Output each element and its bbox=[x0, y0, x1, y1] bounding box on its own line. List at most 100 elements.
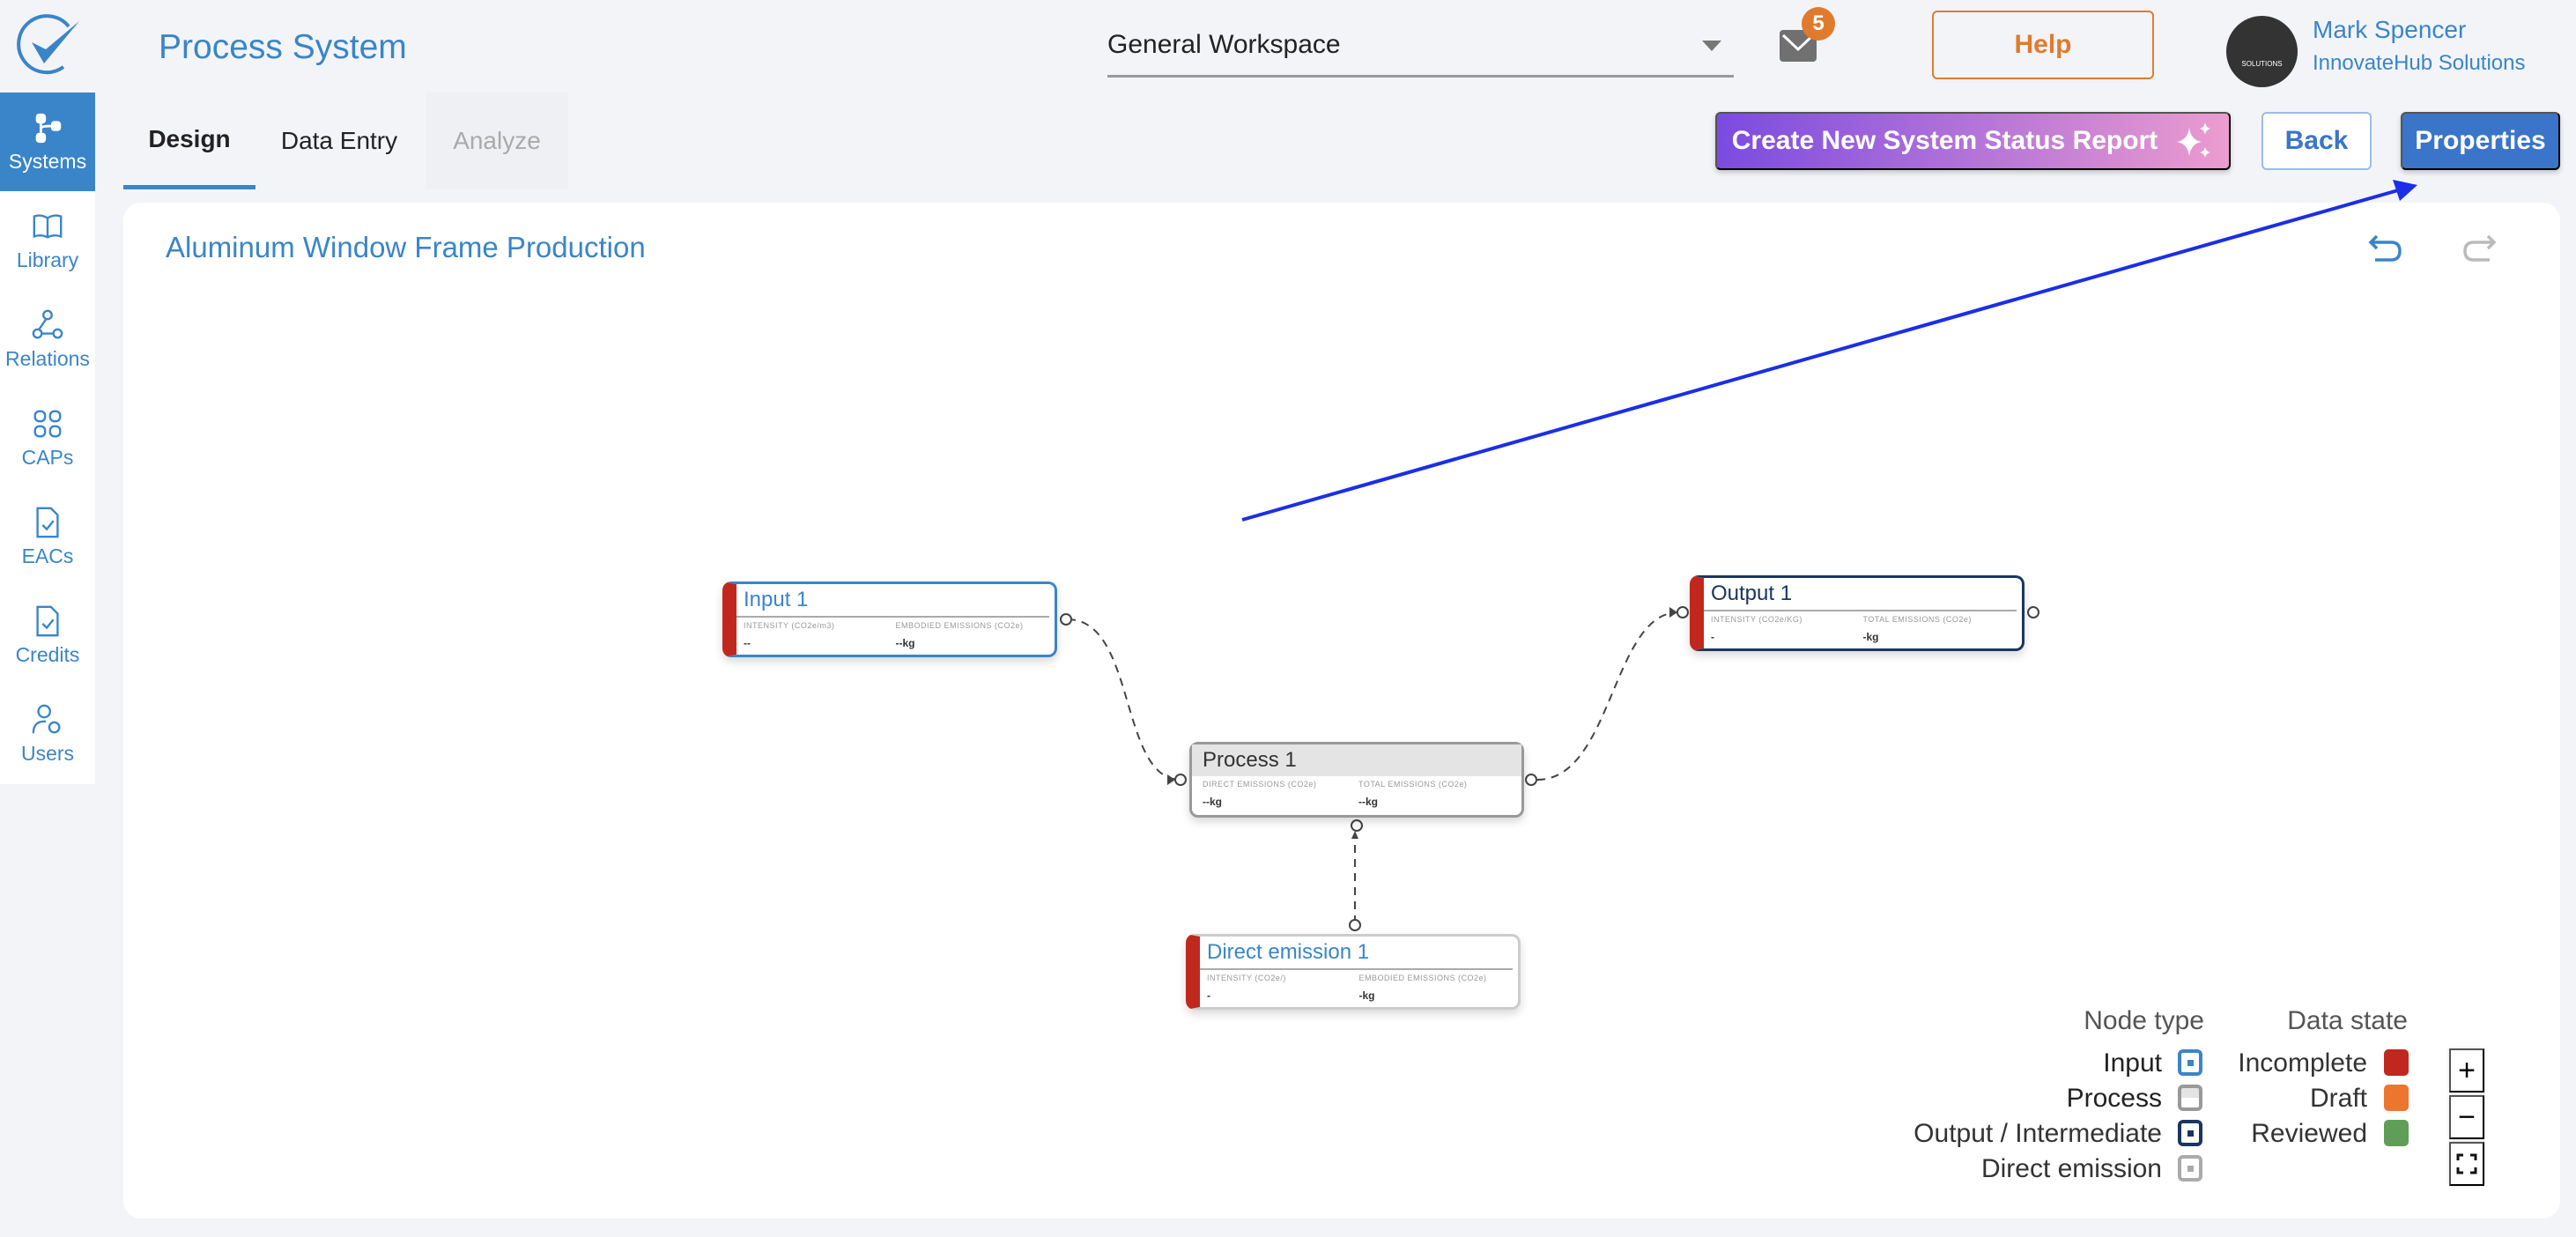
sidebar-item-label: Library bbox=[16, 248, 79, 271]
workspace-value: General Workspace bbox=[1107, 30, 1341, 59]
tab-data-entry[interactable]: Data Entry bbox=[280, 127, 398, 154]
avatar[interactable]: SOLUTIONS bbox=[2226, 16, 2298, 87]
page-title: Process System bbox=[159, 28, 407, 66]
sidebar-item-library[interactable]: Library bbox=[0, 191, 95, 290]
zoom-out-button[interactable]: − bbox=[2449, 1095, 2484, 1139]
sidebar-item-label: Users bbox=[20, 741, 75, 765]
node-label: INTENSITY (CO2e/m3) bbox=[744, 621, 835, 630]
sidebar-item-credits[interactable]: Credits bbox=[0, 586, 95, 685]
node-process[interactable]: Process 1 DIRECT EMISSIONS (CO2e) --kg TOT… bbox=[1189, 742, 1524, 818]
help-button[interactable]: Help bbox=[1932, 11, 2154, 79]
node-title: Direct emission 1 bbox=[1200, 937, 1513, 970]
notification-badge: 5 bbox=[1802, 7, 1835, 41]
sidebar-item-label: EACs bbox=[21, 544, 74, 567]
mail-icon[interactable] bbox=[1780, 28, 1817, 63]
document-check-icon bbox=[36, 605, 59, 636]
user-name[interactable]: Mark Spencer bbox=[2313, 16, 2467, 43]
systems-icon bbox=[35, 113, 62, 143]
node-value: -kg bbox=[1862, 631, 1879, 643]
sidebar-item-label: Credits bbox=[15, 642, 80, 666]
node-value: --kg bbox=[895, 637, 915, 649]
node-title: Output 1 bbox=[1704, 578, 2017, 611]
annotation-arrow bbox=[1241, 180, 2417, 522]
node-label: INTENSITY (CO2e/) bbox=[1207, 974, 1286, 982]
node-label: DIRECT EMISSIONS (CO2e) bbox=[1203, 780, 1317, 789]
port-icon bbox=[1351, 819, 1363, 832]
zoom-in-button[interactable]: + bbox=[2449, 1048, 2484, 1093]
node-value: --kg bbox=[1203, 796, 1222, 808]
output-node-icon bbox=[2178, 1120, 2202, 1146]
redo-icon[interactable] bbox=[2461, 233, 2497, 264]
legend-label: Direct emission bbox=[1980, 1154, 2162, 1183]
users-gear-icon bbox=[32, 704, 61, 733]
port-icon bbox=[1174, 774, 1187, 786]
sidebar-item-systems[interactable]: Systems bbox=[0, 93, 95, 191]
draft-swatch bbox=[2384, 1085, 2409, 1111]
input-node-icon bbox=[2178, 1049, 2202, 1076]
incomplete-swatch bbox=[2384, 1049, 2409, 1076]
fit-view-button[interactable] bbox=[2449, 1142, 2484, 1186]
sidebar-item-users[interactable]: Users bbox=[0, 685, 95, 783]
sparkle-icon bbox=[2177, 122, 2211, 158]
legend-label: Output / Intermediate bbox=[1913, 1119, 2162, 1148]
port-icon bbox=[1677, 606, 1689, 618]
user-org: InnovateHub Solutions bbox=[2313, 51, 2526, 75]
reviewed-swatch bbox=[2384, 1120, 2409, 1146]
document-check-icon bbox=[36, 507, 59, 537]
create-report-button[interactable]: Create New System Status Report bbox=[1715, 112, 2231, 170]
node-input[interactable]: Input 1 INTENSITY (CO2e/m3) -- EMBODIED EM… bbox=[722, 581, 1057, 657]
node-title: Process 1 bbox=[1192, 744, 1521, 776]
node-direct-emission[interactable]: Direct emission 1 INTENSITY (CO2e/) - EMBO… bbox=[1186, 934, 1521, 1010]
node-value: --kg bbox=[1358, 796, 1378, 808]
node-value: - bbox=[1711, 631, 1714, 643]
sidebar-item-caps[interactable]: CAPs bbox=[0, 389, 95, 487]
tab-analyze: Analyze bbox=[426, 93, 568, 189]
node-label: EMBODIED EMISSIONS (CO2e) bbox=[895, 621, 1024, 630]
port-icon bbox=[2027, 606, 2039, 618]
relations-icon bbox=[32, 309, 63, 338]
book-icon bbox=[33, 213, 63, 239]
fullscreen-icon bbox=[2456, 1153, 2477, 1174]
node-label: TOTAL EMISSIONS (CO2e) bbox=[1358, 780, 1468, 789]
app-logo bbox=[17, 14, 79, 75]
back-button[interactable]: Back bbox=[2261, 112, 2372, 170]
direct-emission-node-icon bbox=[2178, 1155, 2202, 1181]
sidebar-item-label: Systems bbox=[8, 149, 87, 173]
legend-data-state-title: Data state bbox=[2287, 1006, 2408, 1035]
tab-design[interactable]: Design bbox=[123, 93, 255, 189]
design-canvas[interactable] bbox=[123, 203, 2560, 1218]
workspace-select[interactable]: General Workspace bbox=[1107, 19, 1734, 78]
legend-label: Input bbox=[2103, 1048, 2162, 1078]
legend-label: Draft bbox=[2309, 1084, 2367, 1113]
node-value: - bbox=[1207, 989, 1210, 1002]
node-value: -kg bbox=[1358, 989, 1375, 1002]
node-label: TOTAL EMISSIONS (CO2e) bbox=[1862, 615, 1972, 624]
undo-icon[interactable] bbox=[2368, 233, 2403, 264]
grid-icon bbox=[33, 410, 62, 437]
node-label: EMBODIED EMISSIONS (CO2e) bbox=[1358, 974, 1487, 982]
sidebar-item-label: Relations bbox=[5, 346, 90, 370]
sidebar: Systems Library Relations CAPs EACs Cred… bbox=[0, 93, 95, 784]
sidebar-item-relations[interactable]: Relations bbox=[0, 290, 95, 389]
edge-input-process bbox=[1067, 618, 1181, 781]
legend-node-type-title: Node type bbox=[2084, 1006, 2204, 1035]
node-output[interactable]: Output 1 INTENSITY (CO2e/KG) - TOTAL EMISS… bbox=[1690, 575, 2025, 651]
sidebar-item-label: CAPs bbox=[21, 445, 74, 469]
legend-label: Incomplete bbox=[2238, 1048, 2367, 1078]
port-icon bbox=[1349, 919, 1361, 931]
node-value: -- bbox=[744, 637, 751, 649]
chevron-down-icon bbox=[1702, 41, 1721, 51]
create-report-label: Create New System Status Report bbox=[1731, 126, 2158, 155]
sidebar-item-eacs[interactable]: EACs bbox=[0, 487, 95, 586]
port-icon bbox=[1525, 774, 1537, 786]
legend-label: Process bbox=[2066, 1084, 2162, 1113]
node-title: Input 1 bbox=[737, 584, 1049, 618]
edge-process-output bbox=[1536, 611, 1679, 781]
system-title: Aluminum Window Frame Production bbox=[166, 231, 646, 263]
properties-button[interactable]: Properties bbox=[2401, 112, 2560, 170]
process-node-icon bbox=[2178, 1085, 2202, 1111]
port-icon bbox=[1060, 613, 1072, 626]
legend-label: Reviewed bbox=[2251, 1119, 2367, 1148]
node-label: INTENSITY (CO2e/KG) bbox=[1711, 615, 1802, 624]
